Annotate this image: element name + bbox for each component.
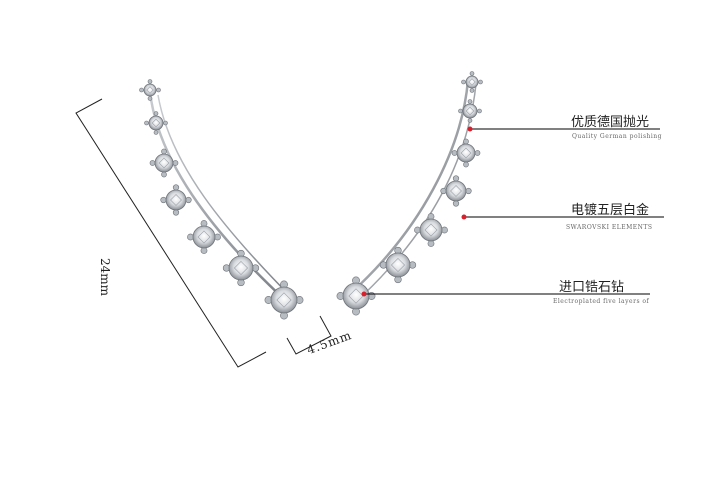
dimension-length-label: 24mm (98, 258, 112, 297)
callout-leaders (364, 128, 664, 295)
left-earring (139, 79, 304, 320)
left-gem (222, 249, 260, 287)
callout-dot-2 (461, 214, 467, 220)
right-gem (458, 99, 482, 123)
dimension-lines (75, 98, 332, 368)
callout-2-title: 电镀五层白金 (571, 203, 650, 218)
callout-3-subtitle: Electroplated five layers of (553, 298, 650, 305)
right-gem (461, 71, 483, 93)
right-gem (379, 246, 417, 284)
right-gem (440, 175, 472, 207)
left-gem (187, 220, 221, 254)
callout-dot-3 (361, 291, 367, 297)
callout-1-subtitle: Quality German polishing (572, 133, 663, 140)
callout-3-title: 进口锆石钻 (559, 280, 625, 295)
callout-dot-1 (467, 126, 473, 132)
callout-2-subtitle: SWAROVSKI ELEMENTS (566, 224, 653, 231)
left-gem (139, 79, 161, 101)
right-gem (414, 213, 448, 247)
right-gem (451, 138, 481, 168)
callout-dots (361, 126, 473, 297)
left-gem (144, 111, 168, 135)
left-gem (149, 148, 179, 178)
callout-1-title: 优质德国抛光 (571, 115, 650, 130)
right-gem (336, 276, 376, 316)
left-gem (264, 280, 304, 320)
left-gem (160, 184, 192, 216)
right-earring (336, 71, 483, 316)
